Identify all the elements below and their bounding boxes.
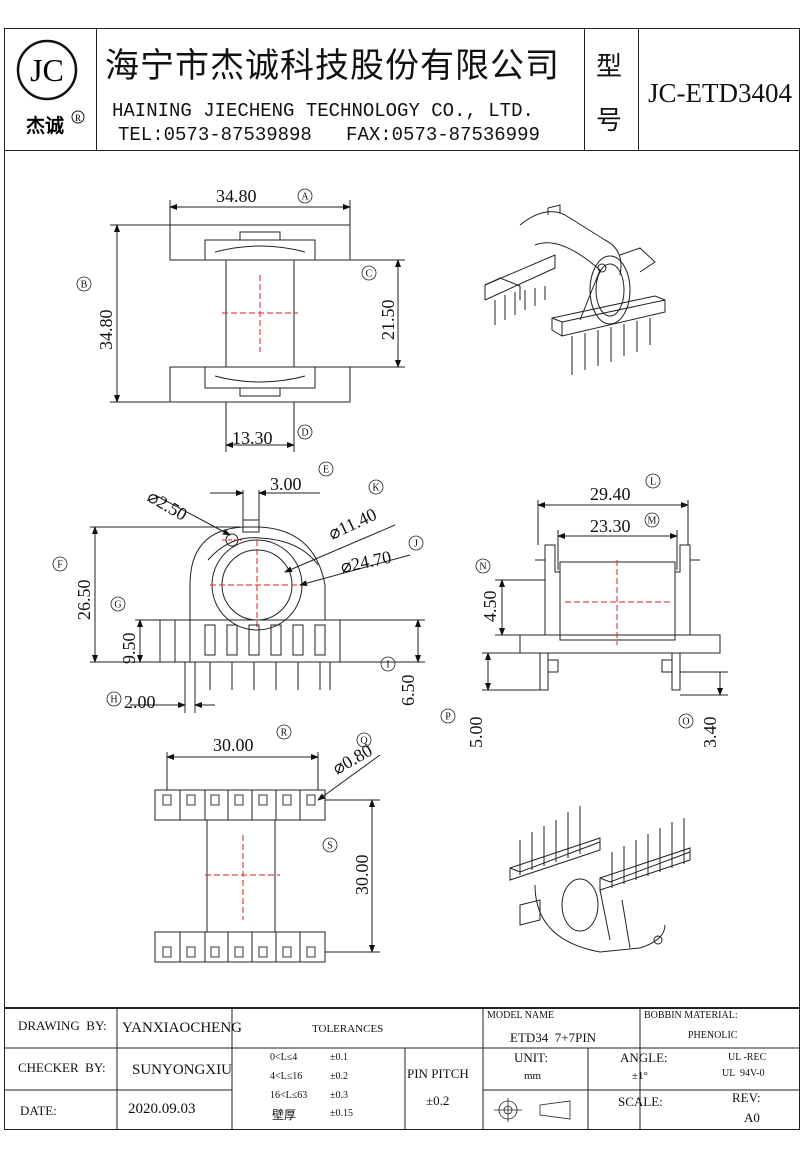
logo-brand: 杰诚 [26, 115, 64, 137]
title-block-grid [4, 1008, 800, 1130]
dim-Q: ⌀0.80 [329, 740, 376, 778]
header-divider-2 [584, 28, 585, 151]
tol-value-4: ±0.15 [330, 1108, 353, 1119]
callout-Q: Q [360, 736, 368, 747]
callout-H: H [110, 695, 117, 706]
dim-L: 29.40 [590, 484, 631, 504]
top-view [110, 200, 405, 452]
dim-A: 34.80 [216, 186, 257, 206]
tolerances-label: TOLERANCES [312, 1023, 384, 1035]
model-name-label: MODEL NAME [487, 1010, 555, 1021]
technical-drawing: 34.80 34.80 21.50 13.30 3.00 ⌀2.50 ⌀11.4… [52, 186, 728, 963]
unit-value: mm [524, 1070, 542, 1082]
callout-C: C [366, 269, 373, 280]
tol-range-4: 壁厚 [272, 1108, 297, 1122]
callout-O: O [682, 717, 689, 728]
scale-label: SCALE: [618, 1094, 663, 1109]
dim-M: 23.30 [590, 516, 631, 536]
tol-range-2: 4<L≤16 [270, 1071, 303, 1082]
pin-pitch-label: PIN PITCH [407, 1066, 469, 1081]
callout-G: G [114, 600, 121, 611]
ul-rec: UL -REC [728, 1052, 767, 1063]
header-divider-1 [96, 28, 97, 151]
dim-H: 2.00 [124, 692, 156, 712]
dim-J: ⌀24.70 [339, 547, 393, 577]
callout-L: L [650, 477, 656, 488]
company-name-cn: 海宁市杰诚科技股份有限公司 [105, 46, 560, 86]
tol-value-2: ±0.2 [330, 1071, 348, 1082]
unit-label: UNIT: [514, 1050, 549, 1065]
callout-J: J [414, 539, 418, 550]
checker-by-label: CHECKER BY: [18, 1060, 106, 1075]
drawing-by-value: YANXIAOCHENG [122, 1020, 242, 1036]
logo-reg-mark: R [75, 113, 81, 123]
callout-B: B [81, 280, 88, 291]
bottom-view [154, 752, 381, 963]
header-divider-3 [638, 28, 639, 151]
side-view [482, 500, 728, 696]
dim-I: 6.50 [398, 675, 418, 707]
tol-value-1: ±0.1 [330, 1052, 348, 1063]
dim-O: 3.40 [700, 717, 720, 749]
model-label-char2: 号 [596, 106, 623, 136]
front-view [90, 490, 425, 713]
model-label-char1: 型 [596, 52, 623, 82]
ul-94: UL 94V-0 [722, 1068, 765, 1079]
dim-F: 26.50 [74, 580, 94, 621]
dim-S: 30.00 [352, 855, 372, 896]
checker-by-value: SUNYONGXIU [132, 1062, 232, 1078]
callout-K: K [372, 483, 380, 494]
tol-value-3: ±0.3 [330, 1090, 348, 1101]
callout-D: D [301, 428, 308, 439]
angle-value: ±1° [632, 1070, 648, 1082]
company-logo: JC 杰诚 R [10, 32, 90, 144]
tol-range-1: 0<L≤4 [270, 1052, 298, 1063]
angle-label: ANGLE: [620, 1050, 668, 1065]
model-name-value: ETD34 7+7PIN [510, 1030, 597, 1045]
model-number: JC-ETD3404 [648, 78, 792, 108]
callout-A: A [301, 192, 309, 203]
dim-E: 3.00 [270, 474, 302, 494]
callout-P: P [445, 712, 451, 723]
date-value: 2020.09.03 [128, 1101, 196, 1117]
bobbin-material-value: PHENOLIC [688, 1030, 738, 1041]
iso-view-bottom [509, 806, 691, 953]
rev-label: REV: [732, 1090, 761, 1105]
logo-letters: JC [30, 52, 64, 88]
tol-range-3: 16<L≤63 [270, 1090, 308, 1101]
company-name-en: HAINING JIECHENG TECHNOLOGY CO., LTD. [112, 100, 534, 122]
bobbin-material-label: BOBBIN MATERIAL: [644, 1010, 738, 1021]
iso-view-top [484, 204, 666, 375]
callout-E: E [323, 465, 329, 476]
dim-N: 4.50 [480, 591, 500, 623]
dim-D: 13.30 [232, 428, 273, 448]
pin-pitch-value: ±0.2 [426, 1093, 450, 1108]
projection-symbol [494, 1098, 571, 1122]
callout-R: R [281, 728, 288, 739]
callout-F: F [57, 560, 63, 571]
dim-R: 30.00 [213, 735, 254, 755]
company-contact: TEL:0573-87539898 FAX:0573-87536999 [118, 124, 540, 146]
callout-S: S [327, 841, 333, 852]
dim-B: 34.80 [96, 310, 116, 351]
callout-N: N [479, 562, 486, 573]
dim-K: ⌀11.40 [325, 504, 379, 544]
date-label: DATE: [20, 1103, 57, 1118]
rev-value: A0 [744, 1110, 760, 1125]
drawing-by-label: DRAWING BY: [18, 1018, 107, 1033]
callout-I: I [386, 660, 389, 671]
dim-C: 21.50 [378, 300, 398, 341]
callout-M: M [648, 516, 657, 527]
dim-P: 5.00 [466, 717, 486, 749]
dim-hole: ⌀2.50 [144, 486, 191, 524]
dim-G: 9.50 [119, 633, 139, 665]
